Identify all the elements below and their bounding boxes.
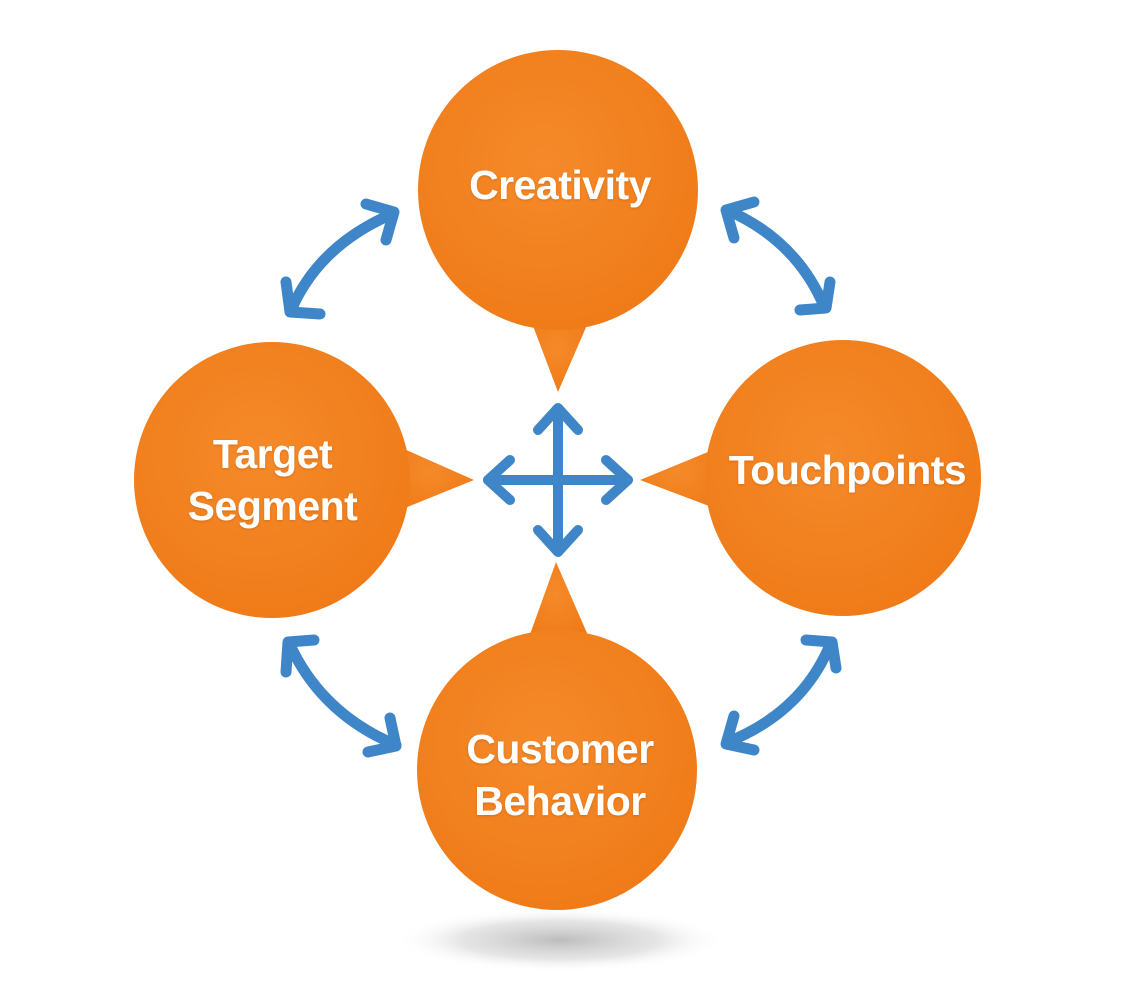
ground-shadow — [395, 908, 725, 972]
bubble-creativity — [418, 50, 698, 330]
bubble-customer-behavior — [417, 630, 697, 910]
label-touchpoints-line-1: Touchpoints — [728, 447, 967, 493]
bubble-target-segment — [134, 342, 410, 618]
label-creativity: Creativity — [420, 135, 700, 235]
node-creativity — [418, 50, 698, 392]
bubble-pointer-customer-behavior — [528, 562, 590, 640]
arrow-target-creativity-icon — [280, 198, 400, 320]
arrow-customer-target-icon — [280, 634, 402, 758]
node-customer-behavior — [417, 562, 697, 910]
bubble-touchpoints — [705, 340, 981, 616]
label-target-segment-line-2: Segment — [187, 483, 358, 529]
label-customer-behavior-line-2: Behavior — [474, 778, 646, 824]
four-way-arrow-icon — [483, 403, 633, 557]
label-touchpoints: Touchpoints — [705, 420, 990, 520]
label-target-segment-line-1: Target — [212, 431, 333, 477]
label-creativity-line-1: Creativity — [469, 162, 651, 208]
node-touchpoints — [640, 340, 981, 616]
label-customer-behavior: Customer Behavior — [420, 715, 700, 835]
bubble-pointer-touchpoints — [640, 445, 725, 512]
bubble-pointer-target-segment — [395, 445, 474, 512]
label-customer-behavior-line-1: Customer — [466, 726, 654, 772]
arrow-touchpoints-customer-icon — [720, 634, 842, 756]
bubble-pointer-creativity — [530, 318, 590, 392]
label-target-segment: Target Segment — [135, 420, 410, 540]
node-target-segment — [134, 342, 474, 618]
arrow-creativity-touchpoints-icon — [720, 196, 836, 316]
